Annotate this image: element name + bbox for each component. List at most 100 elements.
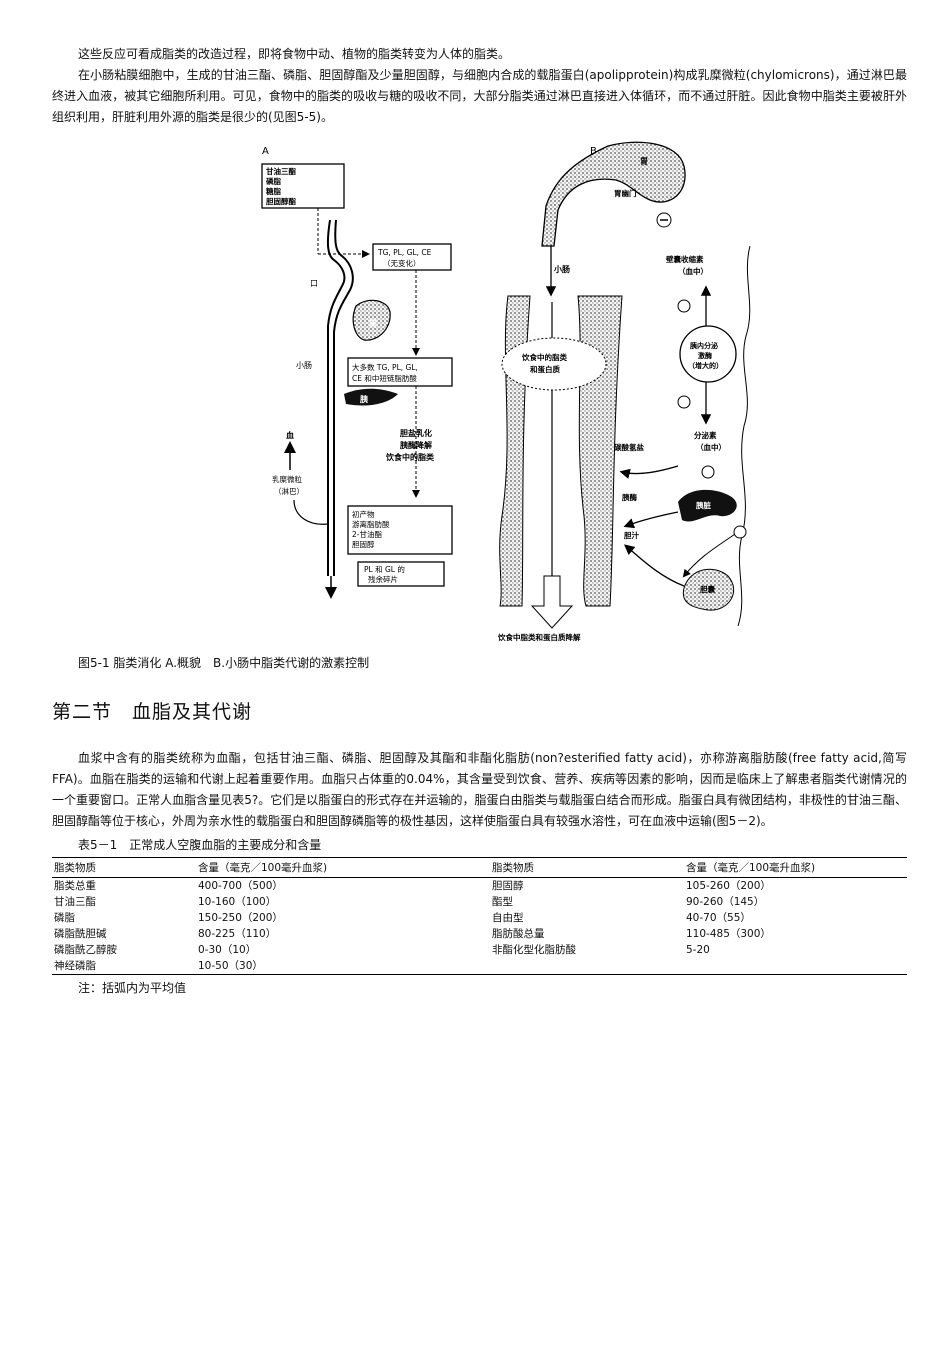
table-cell: 磷脂酰胆碱 bbox=[54, 928, 107, 940]
small-intestine-label-b: 小肠 bbox=[553, 264, 570, 274]
table-header: 脂类物质 bbox=[52, 857, 196, 878]
exit-arrow-b bbox=[530, 575, 574, 629]
table-header: 脂类物质 bbox=[490, 857, 684, 878]
plus-symbol-2 bbox=[677, 395, 691, 409]
panel-a-box-products bbox=[347, 505, 453, 555]
lymph-line bbox=[293, 499, 329, 525]
bile-text-2: 胰酶降解 bbox=[400, 440, 432, 450]
pancreozymin-circle bbox=[679, 325, 737, 383]
gi-tract-outer bbox=[326, 219, 346, 576]
gallbladder-shape bbox=[682, 568, 734, 611]
gi-tract-inner bbox=[333, 219, 354, 576]
stomach-shape-a bbox=[352, 299, 391, 341]
table-row: 神经磷脂 10-50（30） bbox=[52, 958, 907, 975]
pancreozymin-3: （增大的） bbox=[688, 361, 723, 370]
box2-line1: TG, PL, GL, CE bbox=[377, 248, 432, 257]
bile-arrow bbox=[624, 544, 685, 587]
table-cell bbox=[684, 958, 907, 975]
table-cell: 110-485（300） bbox=[686, 928, 771, 940]
table-title: 表5－1 正常成人空腹血脂的主要成分和含量 bbox=[78, 838, 322, 852]
box1-line2: 磷脂 bbox=[266, 176, 281, 186]
paragraph-1: 这些反应可看成脂类的改造过程，即将食物中动、植物的脂类转变为人体的脂类。 bbox=[78, 47, 511, 61]
table-row: 脂类总重 400-700（500） 胆固醇 105-260（200） bbox=[52, 878, 907, 895]
table-row: 磷脂酰乙醇胺 0-30（10） 非酯化型化脂肪酸 5-20 bbox=[52, 942, 907, 958]
lumen-label-1: 饮食中的脂类 bbox=[521, 352, 567, 362]
table-cell: 40-70（55） bbox=[686, 912, 751, 924]
enzyme-arrow bbox=[623, 511, 679, 529]
panel-a-box-dietary-lipids bbox=[261, 163, 345, 209]
table-cell: 甘油三酯 bbox=[54, 896, 96, 908]
box3-line1: 大多数 TG, PL, GL, bbox=[352, 362, 418, 372]
cck-to-gallbladder-arrow bbox=[682, 531, 739, 578]
plus-symbol-1 bbox=[677, 299, 691, 313]
gallbladder-label: 胆囊 bbox=[700, 584, 715, 594]
figure-5-1: A 甘油三酯 磷脂 糖脂 胆固醇酯 TG, PL, GL, CE （无变化） 口… bbox=[52, 136, 907, 646]
panel-a-box-most-lipids bbox=[347, 357, 453, 387]
table-cell: 磷脂 bbox=[54, 912, 75, 924]
stomach-shape-b bbox=[541, 141, 686, 247]
panel-b-letter: B bbox=[590, 146, 597, 157]
small-intestine-label-a: 小肠 bbox=[296, 361, 312, 370]
panel-a-letter: A bbox=[262, 146, 269, 157]
table-cell: 胆固醇 bbox=[492, 880, 524, 892]
blood-label: 血 bbox=[286, 430, 294, 440]
table-cell: 0-30（10） bbox=[198, 944, 257, 956]
table-cell: 105-260（200） bbox=[686, 880, 771, 892]
box4-line4: 胆固醇 bbox=[352, 539, 375, 549]
pancreatic-juice-label: 胰酶 bbox=[622, 492, 637, 502]
box5-line1: PL 和 GL 的 bbox=[364, 564, 405, 574]
panel-a-box-unchanged bbox=[372, 243, 452, 271]
blood-lipid-table: 脂类物质 含量（毫克／100毫升血浆) 脂类物质 含量（毫克／100毫升血浆) … bbox=[52, 857, 907, 975]
table-cell: 150-250（200） bbox=[198, 912, 283, 924]
secretin-label-1: 分泌素 bbox=[694, 430, 717, 440]
secretin-label-2: （血中） bbox=[696, 442, 726, 452]
chylo-label-2: （淋巴） bbox=[274, 486, 304, 496]
panel-a-box-remnants bbox=[357, 561, 445, 587]
table-cell: 10-50（30） bbox=[196, 958, 490, 975]
table-cell bbox=[490, 958, 684, 975]
pylorus-label: 胃幽门 bbox=[614, 188, 637, 198]
bile-text-3: 饮食中的脂类 bbox=[385, 452, 434, 462]
table-cell: 5-20 bbox=[686, 944, 710, 956]
table-cell: 磷脂酰乙醇胺 bbox=[54, 944, 117, 956]
pancreas-shape-b bbox=[678, 489, 737, 522]
table-cell: 80-225（110） bbox=[198, 928, 277, 940]
table-row: 磷脂酰胆碱 80-225（110） 脂肪酸总量 110-485（300） bbox=[52, 926, 907, 942]
box5-line2: 残余碎片 bbox=[368, 574, 398, 584]
table-row: 甘油三酯 10-160（100） 酯型 90-260（145） bbox=[52, 894, 907, 910]
cck-label-2: （血中） bbox=[678, 266, 708, 276]
box4-line3: 2-甘油酯 bbox=[352, 529, 382, 539]
table-cell: 90-260（145） bbox=[686, 896, 765, 908]
pancreas-label-b: 胰脏 bbox=[696, 500, 711, 510]
section-title: 第二节 血脂及其代谢 bbox=[52, 701, 253, 723]
table-cell: 非酯化型化脂肪酸 bbox=[492, 944, 576, 956]
pancreozymin-2: 激酶 bbox=[698, 351, 712, 360]
table-header-row: 脂类物质 含量（毫克／100毫升血浆) 脂类物质 含量（毫克／100毫升血浆) bbox=[52, 857, 907, 878]
table-cell: 400-700（500） bbox=[198, 880, 283, 892]
box1-line3: 糖脂 bbox=[266, 186, 281, 196]
bile-label-b: 胆汁 bbox=[624, 530, 639, 540]
bicarb-arrow bbox=[619, 465, 679, 479]
stomach-label-a: 胃 bbox=[369, 319, 377, 328]
plus-symbol-3 bbox=[701, 465, 715, 479]
table-header: 含量（毫克／100毫升血浆) bbox=[196, 857, 490, 878]
table-cell: 酯型 bbox=[492, 896, 513, 908]
pancreozymin-1: 胰内分泌 bbox=[689, 341, 718, 350]
pancreas-label-a: 胰 bbox=[360, 394, 368, 404]
document-page: 这些反应可看成脂类的改造过程，即将食物中动、植物的脂类转变为人体的脂类。 在小肠… bbox=[52, 44, 907, 996]
table-cell: 脂肪酸总量 bbox=[492, 928, 545, 940]
lipid-digestion-diagram: A 甘油三酯 磷脂 糖脂 胆固醇酯 TG, PL, GL, CE （无变化） 口… bbox=[261, 141, 751, 642]
bicarbonate-label: 碳酸氢盐 bbox=[614, 442, 644, 452]
box3-line2: CE 和中短链脂肪酸 bbox=[352, 373, 417, 383]
box4-line2: 游离脂肪酸 bbox=[352, 519, 390, 529]
bottom-label-b: 饮食中脂类和蛋白质降解 bbox=[497, 632, 581, 642]
lumen-content bbox=[501, 337, 607, 391]
table-header: 含量（毫克／100毫升血浆) bbox=[684, 857, 907, 878]
table-row: 磷脂 150-250（200） 自由型 40-70（55） bbox=[52, 910, 907, 926]
paragraph-2: 在小肠粘膜细胞中，生成的甘油三酯、磷脂、胆固醇酯及少量胆固醇，与细胞内合成的载脂… bbox=[52, 68, 907, 124]
table-cell: 神经磷脂 bbox=[52, 958, 196, 975]
box2-line2: （无变化） bbox=[383, 258, 421, 268]
table-cell: 脂类总重 bbox=[54, 880, 96, 892]
pancreas-shape-a bbox=[344, 388, 398, 406]
chylo-label-1: 乳糜微粒 bbox=[272, 474, 302, 484]
